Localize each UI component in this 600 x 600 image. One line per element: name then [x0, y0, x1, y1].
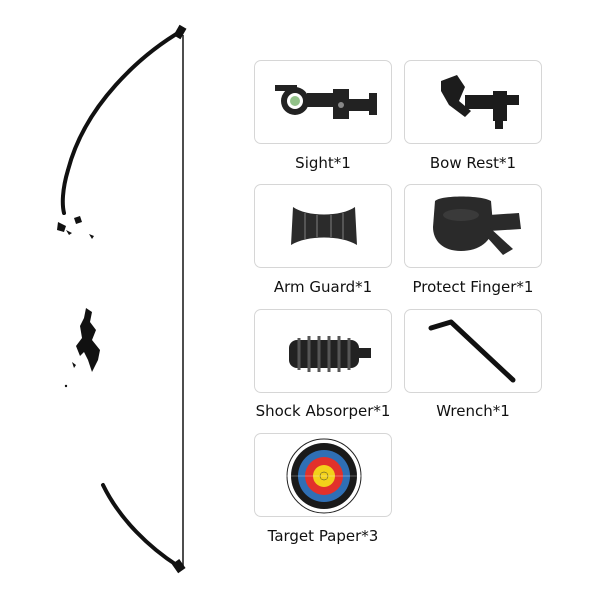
- wrench-card: [404, 309, 542, 393]
- protect-finger-card: [404, 184, 542, 268]
- finger-tab-icon: [433, 196, 521, 255]
- bow-rest-card: [404, 60, 542, 144]
- arm-guard-icon: [291, 207, 357, 245]
- sight-label: Sight*1: [295, 154, 351, 172]
- allen-wrench-icon: [428, 319, 516, 383]
- wrench-label: Wrench*1: [436, 402, 510, 420]
- protect-finger-label: Protect Finger*1: [412, 278, 534, 296]
- target-paper-card: [254, 433, 392, 517]
- arrow-rest-icon: [441, 75, 519, 129]
- arm-guard-label: Arm Guard*1: [273, 278, 373, 296]
- shock-absorber-label: Shock Absorper*1: [255, 402, 391, 420]
- bow-rest-label: Bow Rest*1: [429, 154, 517, 172]
- shock-absorber-card: [254, 309, 392, 393]
- target-paper-label: Target Paper*3: [267, 527, 379, 545]
- target-icon: [285, 438, 363, 514]
- bow-sight-icon: [275, 85, 377, 119]
- recurve-bow-image: [57, 24, 187, 574]
- stabilizer-icon: [289, 336, 371, 372]
- sight-card: [254, 60, 392, 144]
- arm-guard-card: [254, 184, 392, 268]
